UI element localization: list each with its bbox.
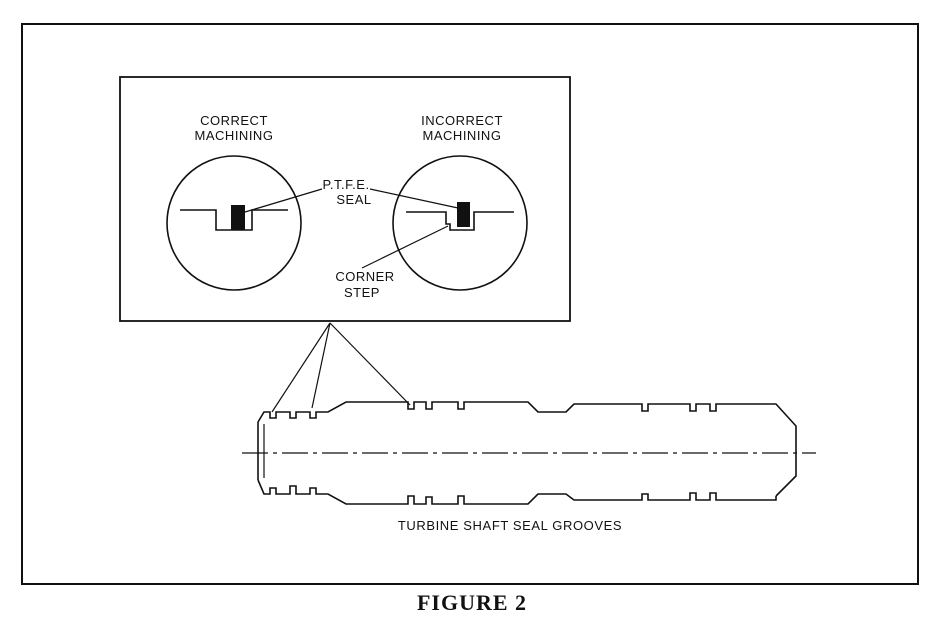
outer-frame (21, 23, 919, 585)
callout-line-3 (329, 322, 411, 406)
correct-detail-circle (166, 155, 302, 291)
turbine-shaft (242, 401, 816, 505)
ptfe-leader-correct (244, 188, 323, 213)
shaft-bottom-profile (257, 479, 777, 505)
correct-seal-block (231, 205, 245, 230)
detail-inset-box (119, 76, 571, 322)
incorrect-label-line2: MACHINING (423, 128, 502, 143)
incorrect-groove-profile (406, 211, 514, 231)
ptfe-seal-label-line1: P.T.F.E. (322, 177, 369, 192)
ptfe-seal-label-line2: SEAL (336, 192, 371, 207)
incorrect-machining-detail (392, 155, 528, 291)
correct-machining-detail (166, 155, 302, 291)
correct-label-line2: MACHINING (195, 128, 274, 143)
callout-line-1 (271, 322, 331, 413)
callout-line-2 (311, 322, 331, 409)
incorrect-seal-block (457, 202, 470, 227)
shaft-top-profile (257, 401, 797, 497)
corner-step-label-line1: CORNER (335, 269, 394, 284)
incorrect-detail-circle (392, 155, 528, 291)
corner-step-leader (361, 225, 449, 269)
figure-title: FIGURE 2 (416, 590, 528, 615)
correct-label-line1: CORRECT (200, 113, 268, 128)
corner-step-label-line2: STEP (344, 285, 380, 300)
shaft-caption: TURBINE SHAFT SEAL GROOVES (398, 518, 622, 533)
incorrect-label-line1: INCORRECT (421, 113, 503, 128)
ptfe-leader-incorrect (369, 188, 459, 209)
